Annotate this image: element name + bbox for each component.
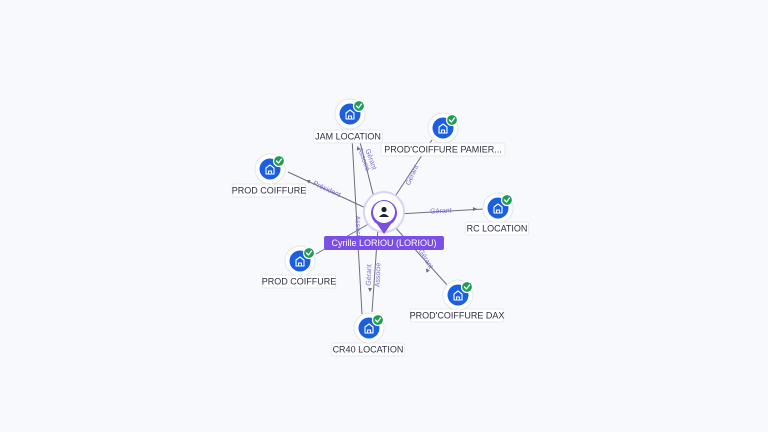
arrow-icon: [472, 207, 477, 212]
person-icon: [379, 206, 389, 217]
node-rc[interactable]: RC LOCATION: [464, 192, 530, 236]
building-icon: [345, 109, 355, 120]
node-label: JAM LOCATION: [315, 132, 381, 142]
verified-check-icon: [460, 280, 474, 294]
edge-label: Gérant: [405, 164, 420, 186]
building-icon: [265, 164, 275, 175]
center-label-box: [324, 236, 444, 250]
node-dax[interactable]: PROD'COIFFURE DAX: [409, 279, 505, 323]
node-label: CR40 LOCATION: [333, 345, 404, 355]
node-pamier[interactable]: PROD'COIFFURE PAMIER...: [380, 112, 506, 157]
node-label-box: [313, 129, 383, 144]
edge-line: [397, 208, 485, 215]
node-jam[interactable]: JAM LOCATION: [313, 98, 383, 144]
node-label: RC LOCATION: [467, 224, 528, 234]
arrow-icon: [306, 180, 311, 184]
edge-label: Gérant: [417, 248, 434, 270]
node-label-box: [261, 274, 337, 289]
verified-check-icon: [445, 113, 459, 127]
node-pc1[interactable]: PROD COIFFURE: [231, 153, 307, 198]
edge-line: [357, 133, 375, 199]
edge-label: Gérant: [366, 264, 374, 286]
edge-dax: Gérant: [393, 225, 449, 287]
node-pc2[interactable]: PROD COIFFURE: [261, 245, 337, 289]
building-icon: [493, 203, 503, 214]
edge-label: Associé: [375, 262, 383, 287]
node-label: PROD'COIFFURE DAX: [410, 311, 505, 321]
verified-check-icon: [352, 99, 366, 113]
building-icon: [364, 323, 374, 334]
verified-check-icon: [500, 193, 514, 207]
node-label-box: [330, 342, 406, 357]
center-node[interactable]: Cyrille LORIOU (LORIOU): [324, 191, 444, 250]
center-label: Cyrille LORIOU (LORIOU): [331, 238, 436, 248]
edge-label: Gérant: [430, 207, 452, 215]
verified-check-icon: [371, 313, 385, 327]
arrow-icon: [356, 146, 361, 151]
arrow-icon: [425, 268, 430, 273]
edge-rc: Gérant: [397, 207, 485, 216]
edge-line: [287, 171, 371, 211]
arrow-icon: [368, 287, 373, 292]
edge-label: Associé: [353, 215, 361, 240]
verified-check-icon: [272, 154, 286, 168]
node-label-box: [409, 308, 505, 323]
node-label: PROD COIFFURE: [262, 277, 337, 287]
building-icon: [438, 123, 448, 134]
node-cr40[interactable]: CR40 LOCATION: [330, 312, 406, 357]
node-label: PROD'COIFFURE PAMIER...: [384, 145, 502, 155]
building-icon: [295, 256, 305, 267]
node-label-box: [464, 221, 530, 236]
node-label-box: [231, 183, 307, 198]
verified-check-icon: [302, 246, 316, 260]
node-label-box: [380, 142, 506, 157]
edge-cr40: Associé: [351, 137, 363, 315]
node-label: PROD COIFFURE: [232, 186, 307, 196]
building-icon: [453, 290, 463, 301]
edge-label: Président: [312, 180, 342, 199]
edge-line: [351, 137, 363, 315]
